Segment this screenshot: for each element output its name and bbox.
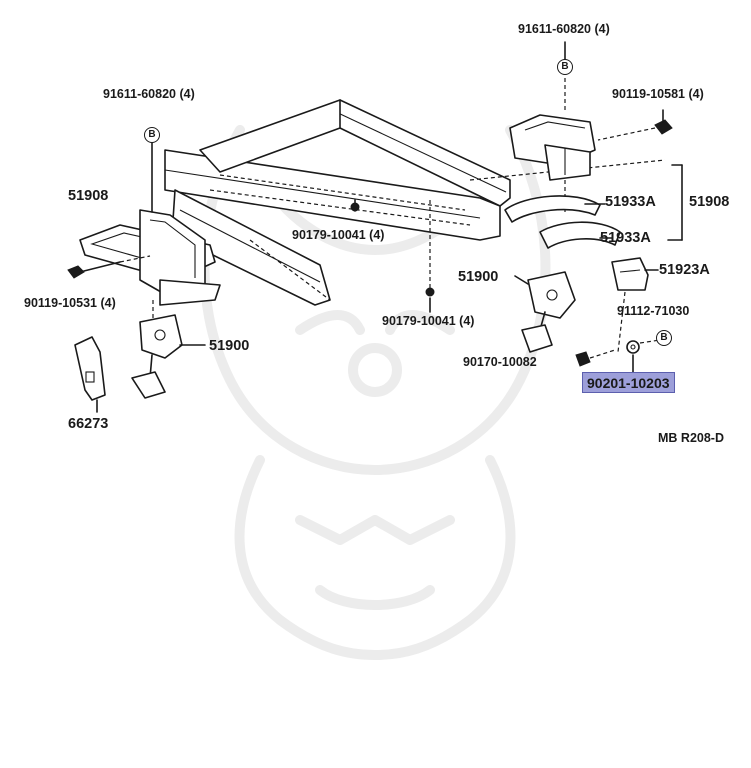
- circle-marker-b: B: [656, 330, 672, 346]
- leaders-51933A: [584, 164, 683, 241]
- bolt-mid: [350, 199, 360, 212]
- circle-marker-b: B: [144, 127, 160, 143]
- diagram-code: MB R208-D: [658, 431, 724, 445]
- label-washer-highlight[interactable]: 90201-10203: [582, 372, 675, 393]
- label-bracket: 51923A: [659, 262, 710, 278]
- hanger-left: [131, 300, 206, 399]
- nut: [575, 349, 616, 367]
- label-bolt-lower: 90179-10041 (4): [382, 314, 475, 328]
- bracket-51923A: [611, 257, 659, 353]
- washer: [626, 339, 661, 373]
- label-bolt-right: 90119-10581 (4): [612, 87, 704, 101]
- label-carrier-left: 51908: [68, 188, 109, 204]
- label-plate: 66273: [68, 416, 109, 432]
- cushion-lower: [539, 221, 621, 249]
- label-bolt-top-left: 91611-60820 (4): [103, 87, 195, 101]
- frame-crossmember: [164, 99, 666, 306]
- label-cushion-upper: 51933A: [605, 194, 656, 210]
- label-bolt-mid: 90179-10041 (4): [292, 228, 385, 242]
- bolt-lower: [425, 287, 435, 313]
- label-carrier-right: 51908: [689, 194, 730, 210]
- cushion-upper: [504, 195, 601, 223]
- plate-66273: [74, 336, 106, 413]
- bolt-right: [597, 109, 673, 141]
- label-nut: 90170-10082: [463, 355, 537, 369]
- hanger-right: [514, 271, 576, 353]
- label-cushion-lower: 51933A: [600, 230, 651, 246]
- spare-wheel-carrier-left: [79, 127, 221, 306]
- label-bolt-bracket: 91112-71030: [617, 304, 690, 318]
- circle-marker-b: B: [557, 59, 573, 75]
- label-hanger-left: 51900: [209, 338, 250, 354]
- label-hanger-right: 51900: [458, 269, 499, 285]
- label-bolt-top-right: 91611-60820 (4): [518, 22, 610, 36]
- label-bolt-left: 90119-10531 (4): [24, 296, 116, 310]
- bolt-left: [67, 255, 151, 279]
- spare-wheel-carrier-right: [429, 41, 596, 290]
